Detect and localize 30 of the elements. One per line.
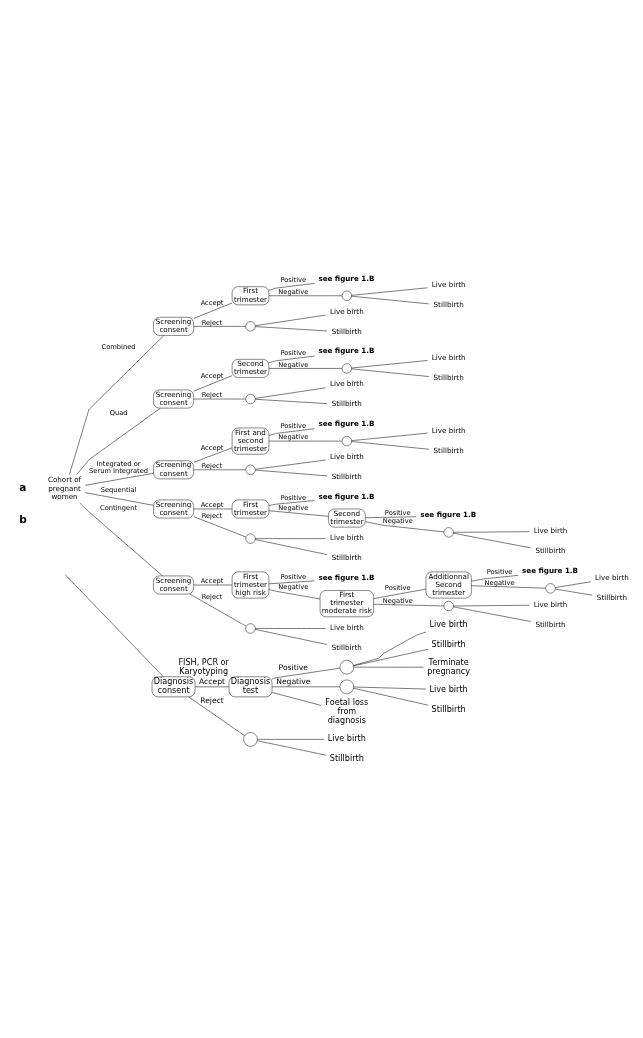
node-circle: [443, 526, 454, 537]
node-circle: [341, 435, 352, 446]
node-circle: [341, 290, 352, 301]
node-text: Live birth: [429, 683, 468, 694]
node-text: Live birth: [327, 732, 366, 743]
node-text: Stillbirth: [431, 638, 466, 649]
node-circle: [339, 679, 354, 694]
node-text: Terminate pregnancy: [427, 656, 471, 676]
connector: [353, 631, 427, 666]
node-circle: [243, 731, 258, 747]
node-text: Foetal loss from diagnosis: [325, 696, 369, 725]
connector: [353, 648, 429, 666]
connector: [353, 666, 424, 667]
node-circle: [443, 600, 454, 611]
node-circle: [245, 623, 256, 633]
node-circle: [245, 464, 256, 475]
node-box: Diagnosis test: [228, 676, 273, 697]
node-circle: [245, 393, 256, 404]
node-circle: [545, 582, 556, 593]
node-circle: [341, 362, 352, 373]
node-circle: [245, 533, 256, 544]
node-circle: [339, 659, 354, 674]
node-text: Stillbirth: [329, 752, 364, 763]
node-text: Live birth: [429, 618, 468, 629]
node-label: FISH, PCR or Karyotyping: [178, 656, 229, 676]
node-box: Diagnosis consent: [151, 676, 196, 697]
label: b: [19, 512, 27, 525]
node-circle: [245, 320, 256, 331]
label: a: [19, 480, 27, 493]
node-text: Stillbirth: [431, 703, 466, 714]
